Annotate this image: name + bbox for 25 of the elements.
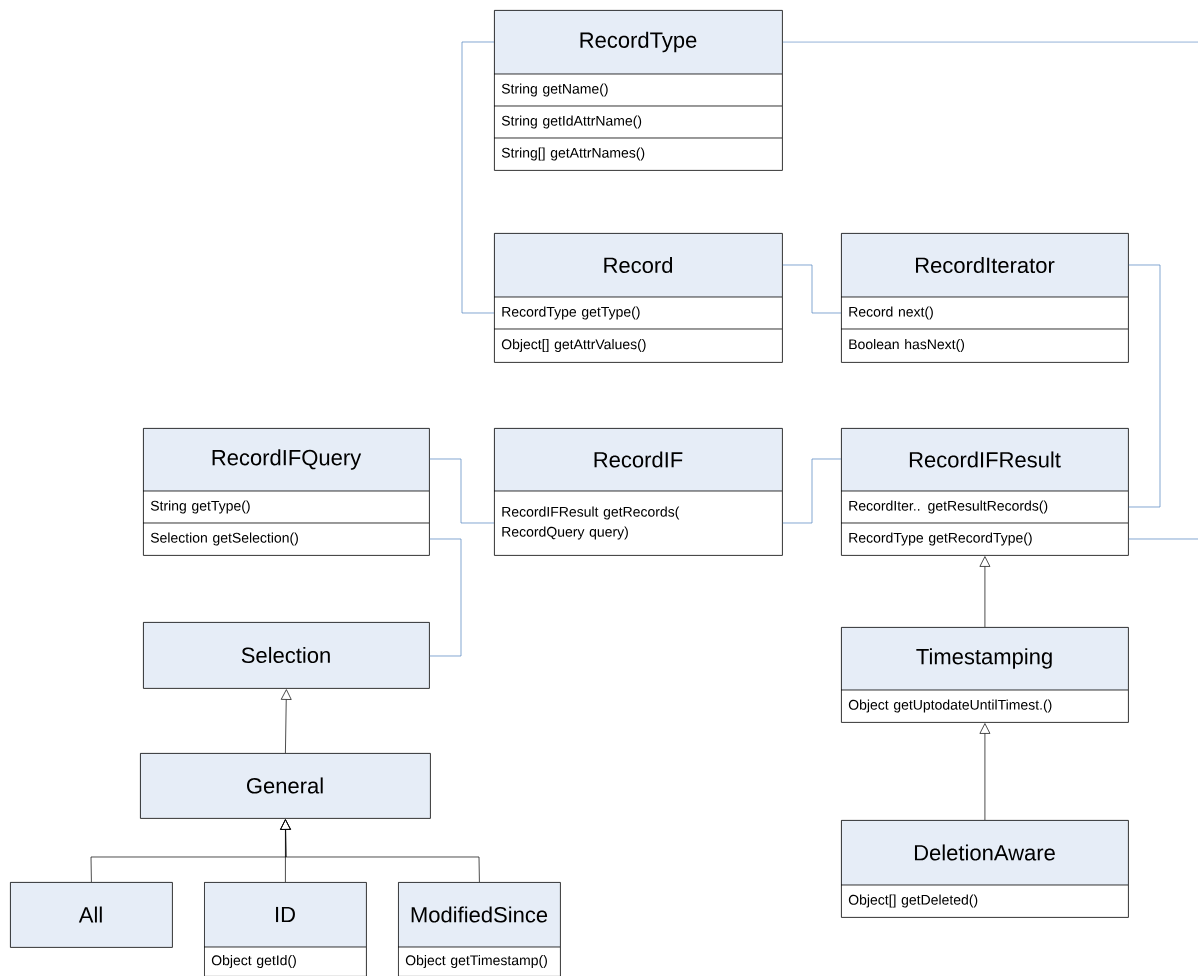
class-box: RecordIF RecordIFResult getRecords( RecordQuery query) [493,428,783,556]
class-box: Record RecordType getType() Object[] getAttrValues() [493,233,783,363]
class-box: General [140,753,431,819]
class-box: ModifiedSince Object getTimestamp() [397,882,561,976]
inheritance-arrow [979,556,991,628]
connector-line [1128,538,1198,540]
class-box: Timestamping Object getUptodateUntilTimest.() [840,627,1129,723]
inheritance-arrow [280,819,480,883]
connector-line [782,264,842,314]
class-box: RecordIterator Record next() Boolean hasNext() [840,233,1129,363]
connector-line [1128,264,1161,508]
class-box: RecordType String getName() String getIdAttrName() String[] getAttrNames() [493,10,783,171]
connector-line [461,41,495,314]
connector-line [429,458,495,524]
class-box: RecordIFResult RecordIter.. getResultRecords() RecordType getRecordType() [840,428,1129,556]
inheritance-arrow [979,723,991,821]
connector-line [429,538,462,657]
inheritance-arrow [280,689,292,754]
class-box: RecordIFQuery String getType() Selection getSelection() [142,428,430,556]
class-box: All [10,882,173,948]
class-box: DeletionAware Object[] getDeleted() [840,820,1129,918]
connector-line [782,458,842,524]
class-box: ID Object getId() [203,882,367,976]
class-box: Selection [143,622,430,689]
connector-line [782,41,1198,43]
